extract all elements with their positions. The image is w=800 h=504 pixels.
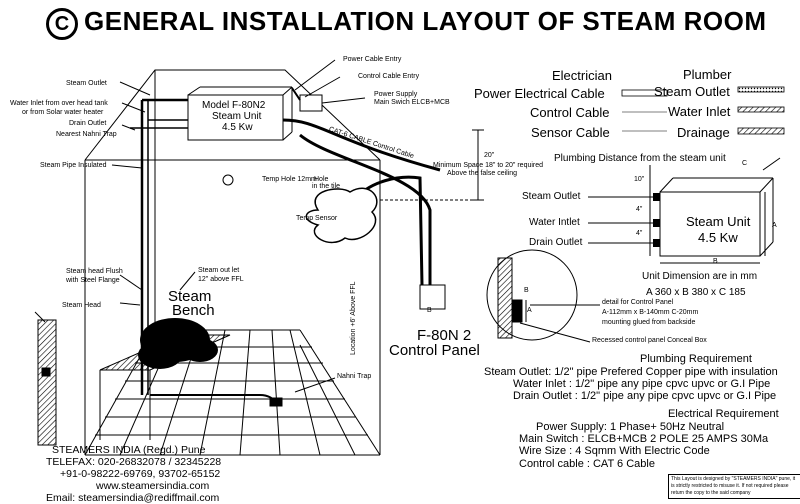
min-space-label-2: Above the false ceiling <box>447 170 518 177</box>
dim-10-label: 10" <box>634 176 645 183</box>
unit-model-label: Model F-80N2 <box>202 100 266 111</box>
page-title: GENERAL INSTALLATION LAYOUT OF STEAM ROO… <box>84 6 767 36</box>
nahni-trap-label: Nahni Trap <box>337 373 372 380</box>
steam-outlet-above-label-2: 12" above FFL <box>198 276 244 283</box>
plumbing-requirement-line: Water Inlet : 1/2" pipe any pipe cpvc up… <box>513 378 771 390</box>
company-name: STEAMERS INDIA (Regd.) Pune <box>52 444 206 456</box>
temp-hole-label-1: Temp Hole 12mm <box>262 176 317 183</box>
temp-sensor-label: Temp Sensor <box>296 215 338 222</box>
panel-detail-b: B <box>524 287 529 294</box>
electrical-requirement-line: Control cable : CAT 6 Cable <box>519 458 655 470</box>
panel-detail-line-1: detail for Control Panel <box>602 299 674 306</box>
panel-detail-recessed: Recessed control panel Conceal Box <box>592 337 707 344</box>
legend-control-cable: Control Cable <box>530 105 610 120</box>
detail-unit-name: Steam Unit <box>686 214 751 229</box>
panel-detail-line-2: A-112mm x B-140mm C-20mm <box>602 309 699 316</box>
electrical-requirement-line: Main Switch : ELCB+MCB 2 POLE 25 AMPS 30… <box>519 433 769 445</box>
panel-detail-line-3: mounting glued from backside <box>602 319 696 326</box>
unit-name-label: Steam Unit <box>212 111 262 122</box>
nearest-trap-label: Nearest Nahni Trap <box>56 131 117 138</box>
legend-sensor-cable: Sensor Cable <box>531 125 610 140</box>
control-cable-entry-label: Control Cable Entry <box>358 73 420 80</box>
detail-unit-power: 4.5 Kw <box>698 230 738 245</box>
dim-4b-label: 4" <box>636 230 643 237</box>
steam-head-flush-label-2: with Steel Flange <box>66 277 120 284</box>
steam-head-label: Steam Head <box>62 302 101 309</box>
plumbing-requirement-line: Drain Outlet : 1/2" pipe any pipe cpvc u… <box>513 390 777 402</box>
legend-steam-outlet: Steam Outlet <box>654 84 730 99</box>
electrical-requirement-line: Power Supply: 1 Phase+ 50Hz Neutral <box>536 421 725 433</box>
control-panel-label: Control Panel <box>389 342 480 359</box>
detail-steam-outlet-label: Steam Outlet <box>522 191 581 202</box>
unit-power-label: 4.5 Kw <box>222 122 253 133</box>
main-switch-label: Main Swich ELCB+MCB <box>374 99 450 106</box>
copyright-icon: C <box>46 8 78 40</box>
power-cable-entry-label: Power Cable Entry <box>343 56 402 63</box>
unit-dimension-values: A 360 x B 380 x C 185 <box>646 287 746 298</box>
unit-dimension-title: Unit Dimension are in mm <box>642 271 758 282</box>
detail-water-inlet-label: Water Intlet <box>529 217 580 228</box>
electrical-requirement-line: Wire Size : 4 Sqmm With Electric Code <box>519 445 710 457</box>
temp-hole-label-3: in the tile <box>312 183 341 190</box>
copyright-note: This Layout is designed by "STEAMERS IND… <box>668 474 800 499</box>
water-inlet-label-1: Water Inlet from over head tank <box>10 100 108 107</box>
dim-20-label: 20" <box>484 152 495 159</box>
legend-electrician-heading: Electrician <box>552 68 612 83</box>
legend-drainage: Drainage <box>677 125 730 140</box>
water-inlet-label-2: or from Solar water heater <box>22 109 104 116</box>
company-website: www.steamersindia.com <box>96 480 210 492</box>
steam-outlet-label: Steam Outlet <box>66 80 107 87</box>
company-email: Email: steamersindia@rediffmail.com <box>46 492 220 504</box>
legend-power-cable: Power Electrical Cable <box>474 86 605 101</box>
electrical-requirement-title: Electrical Requirement <box>668 408 779 420</box>
panel-detail-a: A <box>527 307 532 314</box>
plumbing-requirement-line: Steam Outlet: 1/2" pipe Prefered Copper … <box>484 366 778 378</box>
company-phones: +91-0-98222-69769, 93702-65152 <box>60 468 221 480</box>
panel-box-b: B <box>427 307 432 314</box>
dim-4a-label: 4" <box>636 206 643 213</box>
company-contact-block: STEAMERS INDIA (Regd.) Pune TELEFAX: 020… <box>46 444 226 504</box>
plumbing-distance-title: Plumbing Distance from the steam unit <box>554 153 726 164</box>
dim-b-label: B <box>713 258 718 265</box>
steam-head-flush-label-1: Steam head Flush <box>66 268 123 275</box>
detail-drain-outlet-label: Drain Outlet <box>529 237 583 248</box>
control-panel-model-label: F-80N 2 <box>417 327 472 344</box>
legend-plumber-heading: Plumber <box>683 67 732 82</box>
min-space-label-1: Minimum Space 18" to 20" required <box>433 162 544 169</box>
steam-bench-label-2: Bench <box>172 302 215 319</box>
steam-pipe-insulated-label: Steam Pipe Insulated <box>40 162 107 169</box>
legend-water-inlet: Water Inlet <box>668 104 731 119</box>
steam-bench-label-1: Steam <box>168 288 212 305</box>
steam-outlet-above-label-1: Steam out let <box>198 267 240 274</box>
company-telefax: TELEFAX: 020-26832078 / 32345228 <box>46 456 222 468</box>
drain-outlet-label: Drain Outlet <box>69 120 107 127</box>
temp-hole-label-2: Hole <box>314 176 329 183</box>
dim-c-label: C <box>742 160 748 167</box>
plumbing-requirement-title: Plumbing Requirement <box>640 353 752 365</box>
panel-location-label: Location +6' Above FFL <box>350 281 357 355</box>
dim-a-label: A <box>772 222 777 229</box>
power-supply-label: Power Supply <box>374 91 418 98</box>
